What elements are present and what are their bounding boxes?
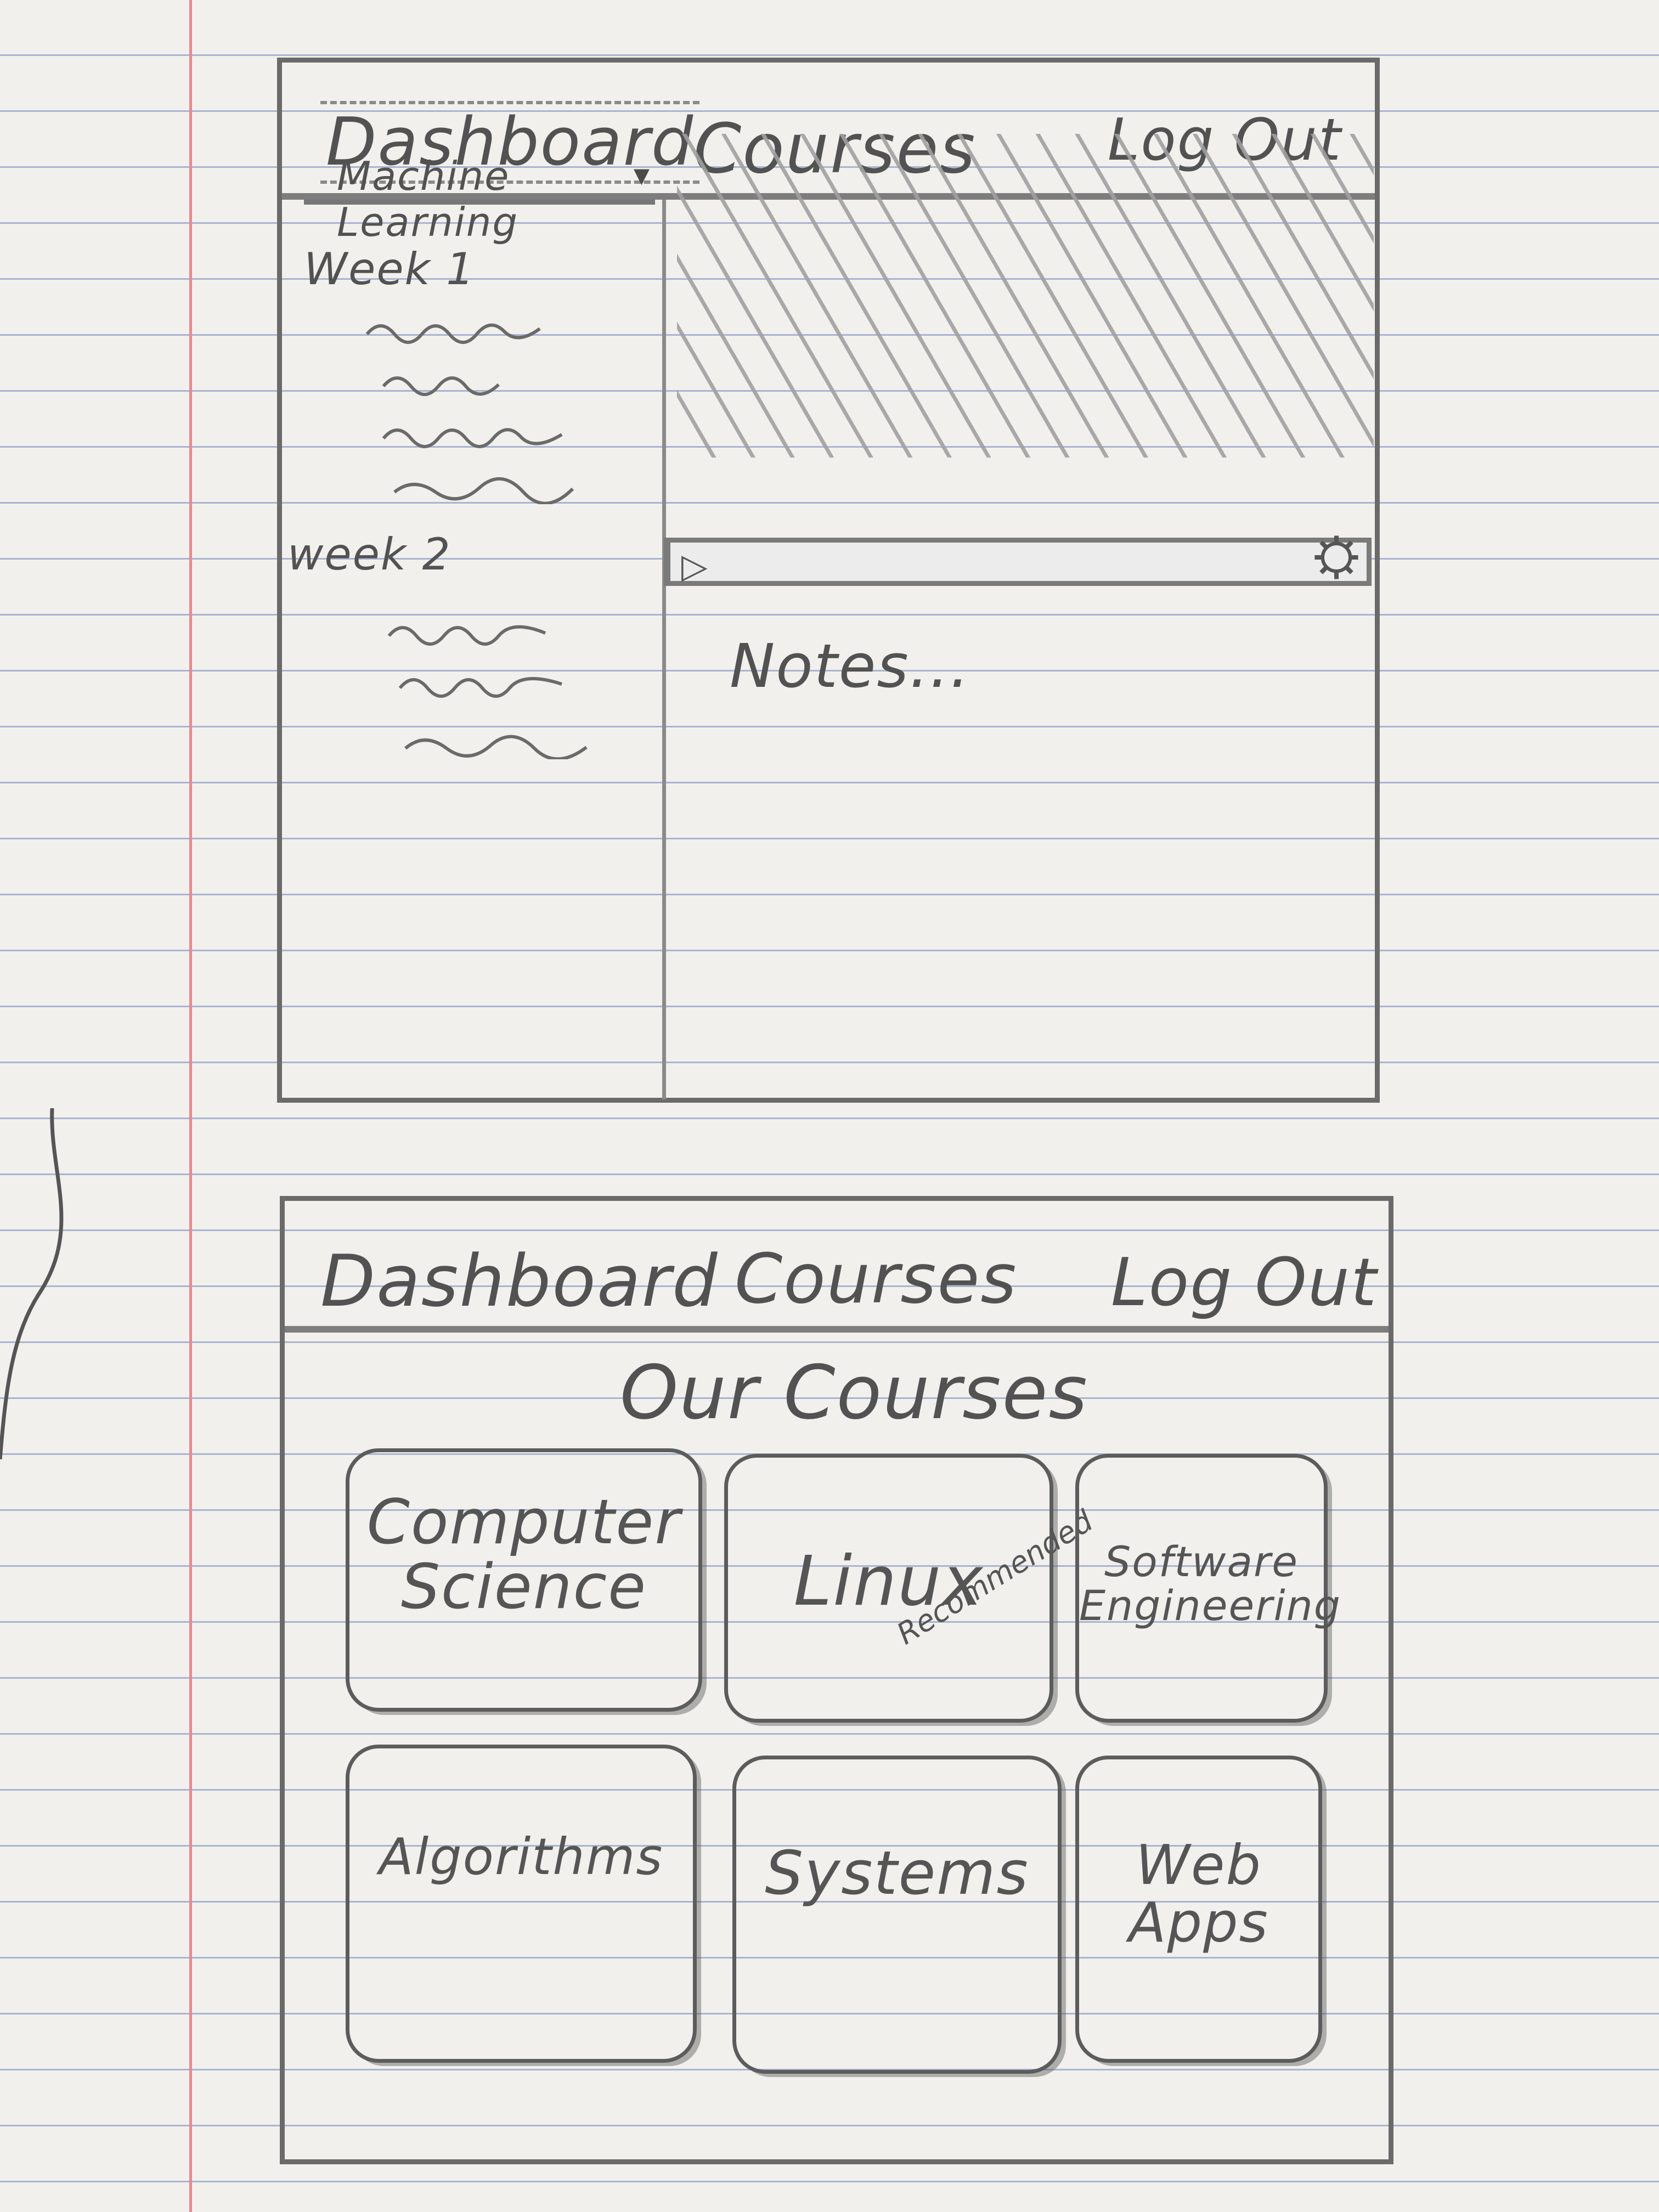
course-card-linux[interactable]: Linux Recommended <box>724 1454 1099 1723</box>
video-controls-bar[interactable]: ▷ <box>664 535 1372 586</box>
video-player[interactable] <box>666 134 1374 584</box>
course-card-title: Web Apps <box>1128 1833 1269 1955</box>
course-selector[interactable]: Machine Learning ▾ <box>304 139 655 245</box>
lesson-item[interactable] <box>386 617 573 650</box>
lesson-item[interactable] <box>397 669 584 702</box>
lesson-item[interactable] <box>381 367 567 400</box>
play-icon[interactable]: ▷ <box>681 546 708 586</box>
top-nav: Dashboard Courses Log Out <box>285 1201 1389 1333</box>
course-card-title: Computer Science <box>366 1487 681 1623</box>
lesson-item[interactable] <box>392 471 578 504</box>
courses-page-wireframe: Dashboard Courses Log Out <box>280 1196 1393 2164</box>
course-sidebar: Machine Learning ▾ Week 1 week 2 <box>282 153 666 1099</box>
notes-area[interactable]: Notes... <box>730 631 970 701</box>
week-heading: week 2 <box>287 529 452 580</box>
course-view-wireframe: Dashboard Courses Log Out Machine Learni… <box>277 58 1380 1103</box>
course-card-title: Systems <box>765 1838 1029 1908</box>
course-card-systems[interactable]: Systems <box>732 1756 1062 2074</box>
course-card-algorithms[interactable]: Algorithms <box>346 1745 697 2063</box>
nav-logout-link[interactable]: Log Out <box>1110 1245 1378 1321</box>
lesson-item[interactable] <box>381 419 567 452</box>
course-card-title: Linux <box>793 1542 984 1621</box>
lesson-item[interactable] <box>403 726 589 759</box>
nav-dashboard-link[interactable]: Dashboard <box>320 101 700 184</box>
video-placeholder[interactable] <box>677 134 1374 458</box>
chevron-down-icon: ▾ <box>633 156 650 193</box>
course-selector-label: Machine Learning <box>337 153 519 245</box>
course-card-web-apps[interactable]: Web Apps <box>1075 1756 1322 2063</box>
gear-icon[interactable] <box>1312 533 1361 582</box>
nav-dashboard-link[interactable]: Dashboard <box>320 1239 719 1323</box>
course-card-computer-science[interactable]: Computer Science <box>346 1448 702 1712</box>
notebook-margin-line <box>189 0 192 2212</box>
course-card-title: Algorithms <box>379 1827 664 1886</box>
course-card-software-engineering[interactable]: Software Engineering <box>1075 1454 1341 1723</box>
week-heading: Week 1 <box>304 244 476 295</box>
margin-doodle <box>0 1108 64 1459</box>
page-title: Our Courses <box>620 1350 1088 1436</box>
lesson-item[interactable] <box>364 315 551 348</box>
course-card-title: Software Engineering <box>1079 1537 1341 1630</box>
nav-courses-link[interactable]: Courses <box>735 1239 1018 1319</box>
